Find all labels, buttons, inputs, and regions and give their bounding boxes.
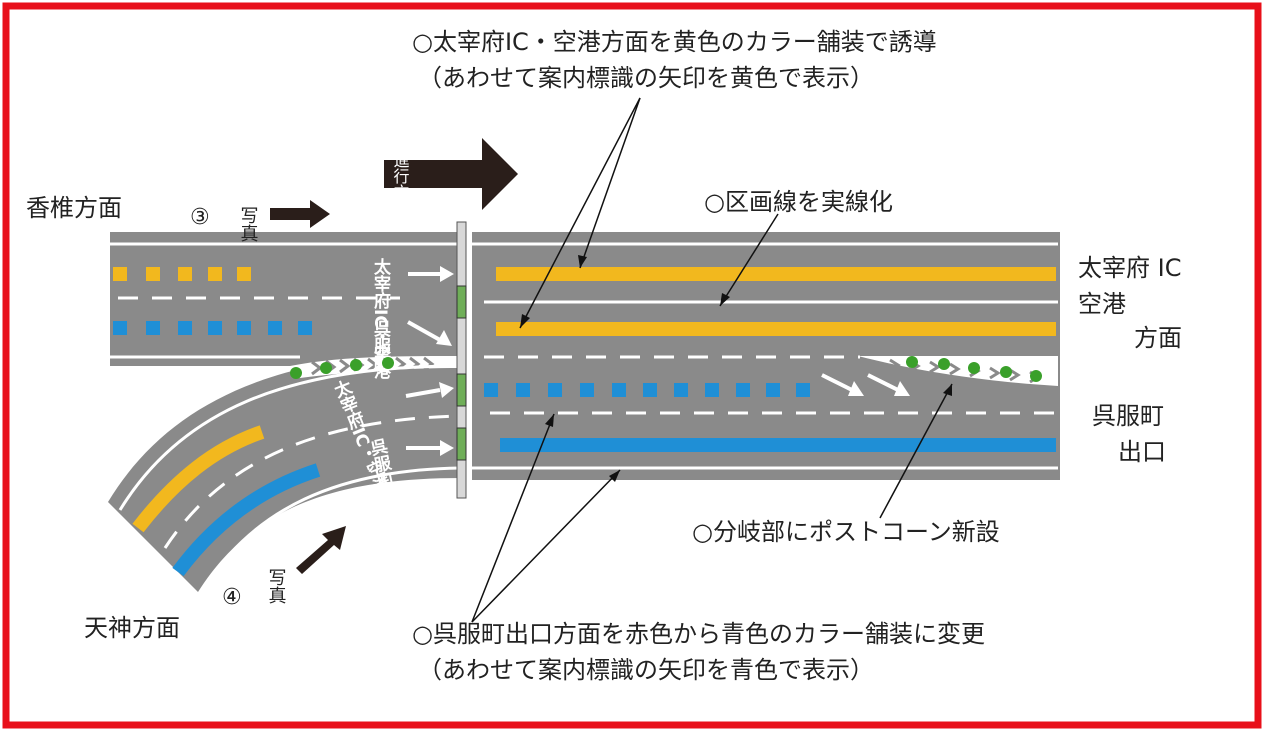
label-dazaifu-1: 太宰府 IC bbox=[1078, 254, 1181, 282]
gantry-signs bbox=[456, 285, 467, 461]
post-cone bbox=[320, 362, 332, 374]
label-dazaifu-3: 方面 bbox=[1134, 324, 1182, 352]
annotation-yellow-2: （あわせて案内標識の矢印を黄色で表示） bbox=[418, 64, 874, 92]
post-cone bbox=[938, 358, 950, 370]
label-gofukumachi-1: 呉服町 bbox=[1092, 402, 1164, 430]
leader-lines bbox=[471, 97, 953, 623]
diagonal-arrow-upper bbox=[407, 320, 452, 346]
diverge-arrow2 bbox=[867, 373, 910, 396]
travel-direction-arrow bbox=[384, 138, 518, 210]
annotation-yellow-1: ○太宰府IC・空港方面を黄色のカラー舗装で誘導 bbox=[412, 28, 937, 56]
ramp-edge-outer bbox=[118, 364, 461, 511]
annotation-blue-1: ○呉服町出口方面を赤色から青色のカラー舗装に変更 bbox=[412, 620, 985, 648]
post-cones-merge bbox=[290, 357, 394, 379]
post-cone bbox=[290, 367, 302, 379]
main-blue-pavement bbox=[484, 383, 810, 397]
tenjin-ramp-road bbox=[108, 352, 462, 592]
road-arrows bbox=[405, 266, 910, 456]
leader-arrowheads bbox=[520, 255, 952, 482]
ramp-yellow-pavement bbox=[132, 425, 265, 533]
road-text-dazaifu-kashii: 太宰府IC・空港 bbox=[370, 257, 391, 380]
gantry bbox=[456, 221, 467, 499]
annotation-post-cone: ○分岐部にポストコーン新設 bbox=[692, 518, 1000, 546]
photo4-number: ④ bbox=[222, 585, 242, 610]
post-cone bbox=[906, 356, 918, 368]
ramp-edge-inner bbox=[204, 466, 461, 586]
post-cone bbox=[350, 359, 362, 371]
photo3-label: 写真 bbox=[238, 206, 259, 242]
diverge-arrow1 bbox=[821, 373, 864, 396]
ramp-lane-dash bbox=[163, 414, 461, 549]
post-cone bbox=[1030, 370, 1042, 382]
photo4-label: 写真 bbox=[266, 568, 287, 604]
straight-arrow-upper bbox=[408, 266, 454, 282]
label-kashii: 香椎方面 bbox=[26, 194, 122, 222]
post-cones-diverge bbox=[906, 356, 1042, 382]
annotation-solid-line: ○区画線を実線化 bbox=[704, 188, 893, 216]
label-dazaifu-2: 空港 bbox=[1078, 290, 1126, 318]
straight-arrow-ramp1 bbox=[405, 382, 454, 398]
photo3-arrow bbox=[270, 200, 330, 228]
photo3-number: ③ bbox=[190, 205, 210, 230]
post-cone bbox=[968, 362, 980, 374]
post-cone bbox=[382, 357, 394, 369]
travel-direction-text: 進行方向 bbox=[391, 152, 410, 216]
post-cone bbox=[1000, 366, 1012, 378]
ramp-blue-pavement bbox=[172, 463, 321, 577]
kashii-blue-pavement bbox=[113, 321, 312, 335]
straight-arrow-ramp2 bbox=[406, 440, 454, 456]
merge-gore bbox=[290, 356, 462, 378]
label-gofukumachi-2: 出口 bbox=[1118, 438, 1166, 466]
photo4-arrow bbox=[296, 526, 346, 574]
label-tenjin: 天神方面 bbox=[84, 614, 180, 642]
kashii-yellow-pavement bbox=[113, 267, 251, 281]
annotation-blue-2: （あわせて案内標識の矢印を青色で表示） bbox=[418, 656, 874, 684]
